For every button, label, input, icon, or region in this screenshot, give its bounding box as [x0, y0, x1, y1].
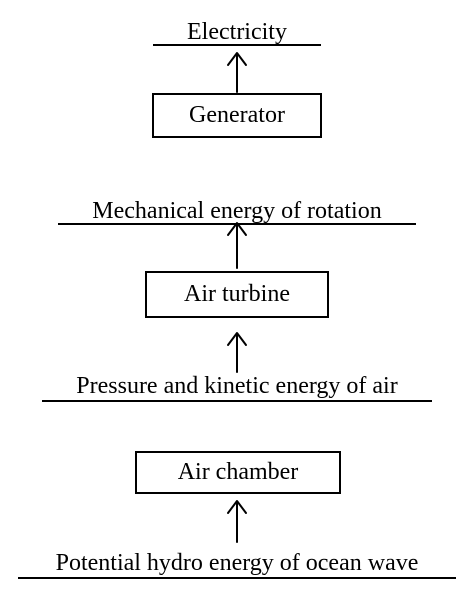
label-electricity: Electricity [187, 19, 287, 45]
box-air-turbine: Air turbine [145, 271, 329, 318]
underline-electricity [153, 44, 321, 46]
box-generator: Generator [152, 93, 322, 138]
underline-potential-hydro-energy [18, 577, 456, 579]
arrow-generator-to-electricity [227, 52, 247, 93]
arrow-pressure-to-turbine [227, 332, 247, 373]
label-potential-hydro-energy: Potential hydro energy of ocean wave [55, 550, 419, 576]
underline-mechanical-energy [58, 223, 416, 225]
arrow-potential-to-chamber [227, 500, 247, 543]
label-mechanical-energy: Mechanical energy of rotation [92, 198, 382, 224]
label-pressure-kinetic-energy: Pressure and kinetic energy of air [76, 373, 398, 399]
underline-pressure-kinetic-energy [42, 400, 432, 402]
box-air-chamber: Air chamber [135, 451, 341, 494]
arrow-turbine-to-mechanical [227, 222, 247, 269]
